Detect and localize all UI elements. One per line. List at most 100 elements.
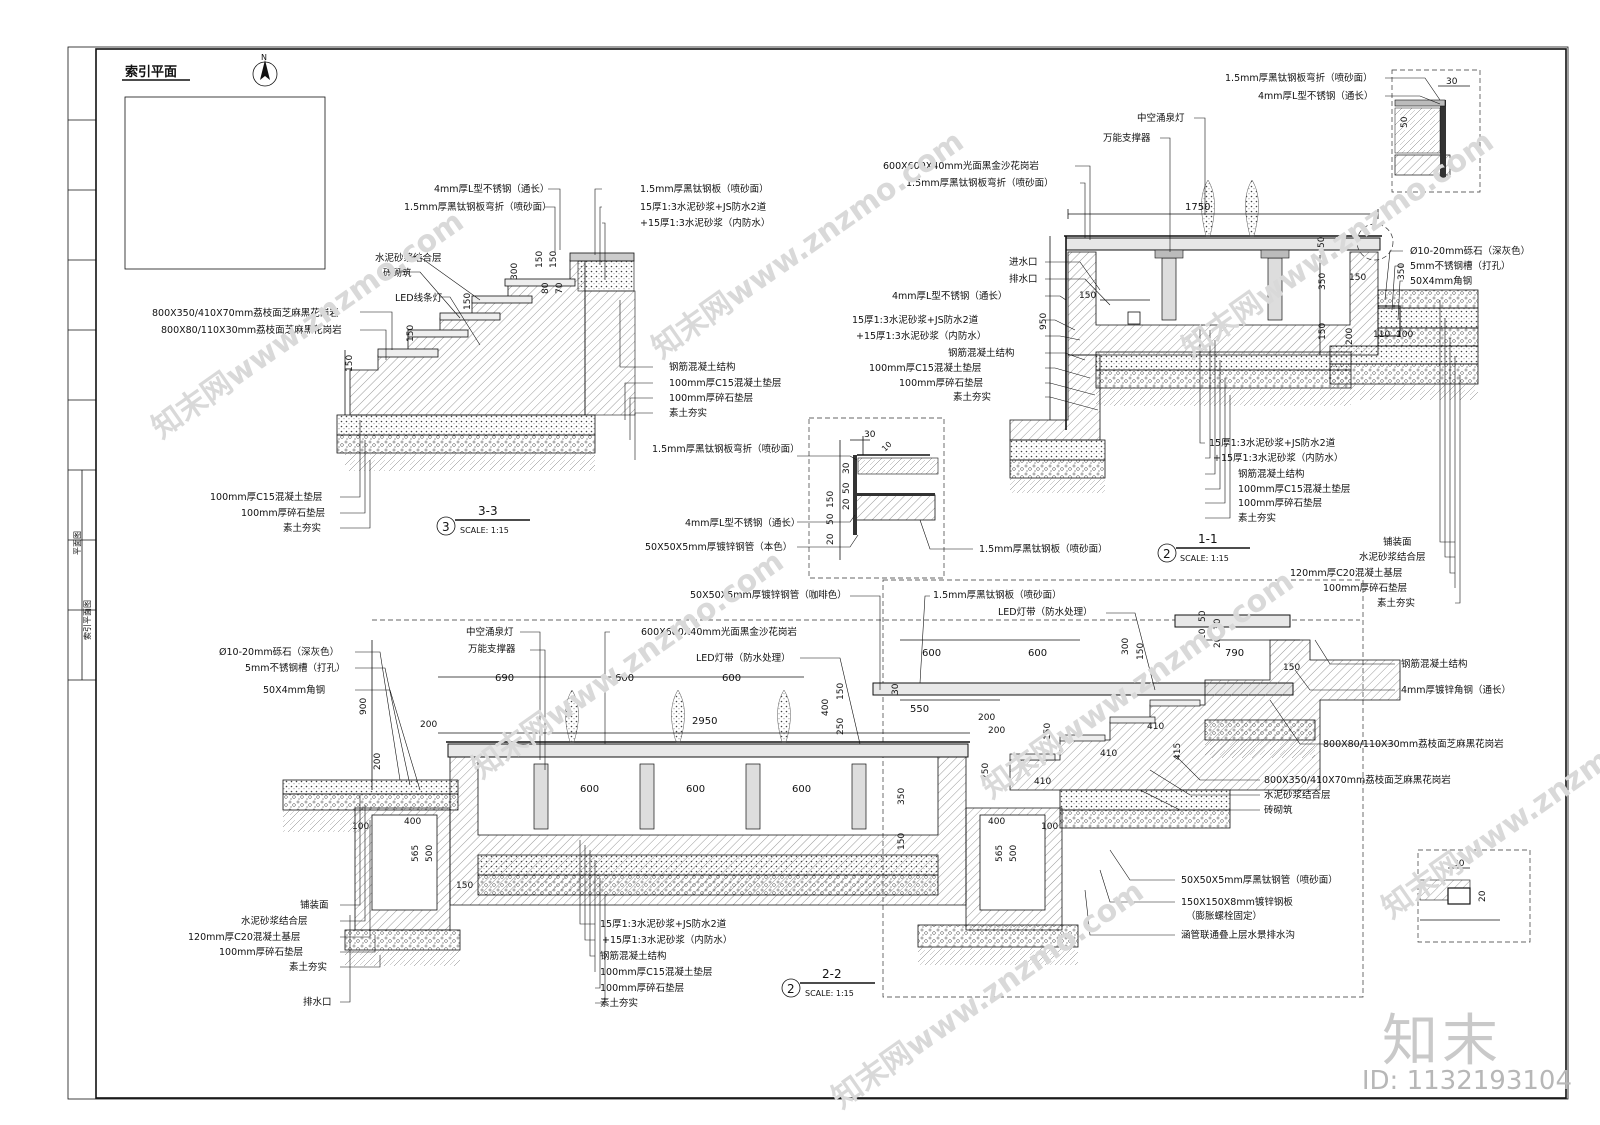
s11-dim-9: 150 [1349,273,1366,283]
title-block-label-2: 索引平面图 [82,600,92,640]
s22-label-22: 素土夯实 [600,997,638,1009]
s22-label-11: 铺装面 [300,899,329,911]
detA-dim-6: 20 [842,498,852,510]
detC-dim-2: 20 [1478,890,1488,902]
s22-label-25: 800X80/110X30mm荔枝面芝麻黑花岗岩 [1323,738,1504,750]
brand-logo: 知末 [1382,1009,1502,1074]
s11-label-15: 5mm不锈钢槽（打孔） [1410,260,1511,272]
s11-dim-2: 350 [1318,273,1328,290]
s33-label-1: 4mm厚L型不锈钢（通长） [434,183,549,195]
s22-scale: SCALE: 1:15 [805,989,854,998]
s11-dim-7: 110 [1373,330,1390,340]
s22-dim-7: 600 [792,784,811,795]
s22-dim-36: 200 [988,726,1005,736]
s11-label-5: 进水口 [1009,256,1038,268]
s33-label-4: 砖砌筑 [383,267,412,279]
detB-dim-1: 30 [1446,77,1458,87]
s22-label-19: 钢筋混凝土结构 [600,950,667,962]
s22-dim-13: 200 [420,720,437,730]
detail-c [1417,849,1531,943]
s22-label-15: 素土夯实 [289,961,327,973]
detC-dim-1: 30 [1453,859,1465,869]
image-id: ID: 1132193104 [1361,1066,1572,1096]
s11-label-20: 100mm厚C15混凝土垫层 [1238,483,1350,495]
s22-label-14: 100mm厚碎石垫层 [219,946,303,958]
s22-dim-26: 400 [821,699,831,716]
s22-dim-16: 500 [1009,845,1019,862]
s33-label-11: 钢筋混凝土结构 [669,361,736,373]
s33-title: 3-3 [478,504,498,518]
s22-dim-24: 550 [910,704,929,715]
s22-label-30: 150X150X8mm镀锌钢板 [1181,896,1293,908]
s33-dim-e: 150 [535,251,545,268]
index-plan: 索引平面 N [122,53,326,270]
s33-label-7: 800X80/110X30mm荔枝面芝麻黑花岗岩 [161,324,342,336]
title-block-label-1: 平面图 [73,531,82,555]
s22-label-20: 100mm厚C15混凝土垫层 [600,966,712,978]
s11-label-12: 100mm厚碎石垫层 [899,377,983,389]
s22-number: 2 [787,982,795,996]
s11-label-22: 素土夯实 [1238,512,1276,524]
s22-label-18: +15厚1:3水泥砂浆（内防水） [602,934,732,946]
s11-dim-8: 100 [1396,330,1413,340]
detA-dim-3: 150 [826,491,836,508]
s22-dim-27: 150 [836,683,846,700]
s33-label-6: 800X350/410X70mm荔枝面芝麻黑花岗岩 [152,307,339,319]
s22-dim-17: 350 [897,788,907,805]
s33-dim-a: 150 [345,355,355,372]
s22-dim-32: 410 [1100,749,1117,759]
s22-dim-8: 900 [359,698,369,715]
s11-label-23: 铺装面 [1383,536,1412,548]
detail-b [1385,69,1481,193]
s22-dim-42: 20 [1213,636,1223,648]
s33-dim-g: 80 [541,282,551,294]
s22-dim-10: 400 [404,817,421,827]
s22-label-3: LED灯带（防水处理） [998,606,1093,618]
s11-dim-5: 150 [1318,323,1328,340]
s22-label-13: 120mm厚C20混凝土基层 [188,931,300,943]
s33-label-14: 素土夯实 [669,407,707,419]
s33-label-2: 1.5mm厚黑钛钢板弯折（喷砂面） [404,201,552,213]
index-plan-title: 索引平面 [125,64,177,80]
detA-dim-8: 20 [826,533,836,545]
s22-dim-3: 600 [722,673,741,684]
s22-dim-22: 600 [922,648,941,659]
section-2-2 [282,579,1401,1004]
s11-label-3: 600X600X40mm光面黑金沙花岗岩 [883,160,1039,172]
s11-label-2: 万能支撑器 [1103,132,1151,144]
detA-dim-2: 10 [880,440,894,454]
s33-label-5: LED线条灯 [395,292,443,304]
s22-dim-23: 600 [1028,648,1047,659]
s11-label-11: 100mm厚C15混凝土垫层 [869,362,981,374]
s22-dim-31: 410 [1147,722,1164,732]
s11-label-1: 中空涌泉灯 [1137,112,1185,124]
s11-label-10: 钢筋混凝土结构 [948,347,1015,359]
s11-label-26: 100mm厚碎石垫层 [1323,582,1407,594]
s22-label-29: 50X50X5mm厚黑钛钢管（喷砂面） [1181,874,1338,886]
s22-label-23: 钢筋混凝土结构 [1401,658,1468,670]
s11-label-19: 钢筋混凝土结构 [1238,468,1305,480]
s22-label-10: 50X4mm角钢 [263,684,325,696]
s22-label-7: LED灯带（防水处理） [696,652,791,664]
sheet-border [67,46,1569,1100]
s22-label-12: 水泥砂浆结合层 [241,915,308,927]
s22-dim-39: 50 [1198,610,1208,622]
s11-label-4: 1.5mm厚黑钛钢板弯折（喷砂面） [906,177,1054,189]
detA-label-3: 50X50X5mm厚镀锌钢管（本色） [645,541,792,553]
s33-label-9: 15厚1:3水泥砂浆+JS防水2道 [640,201,767,213]
s22-label-21: 100mm厚碎石垫层 [600,982,684,994]
s22-dim-25: 790 [1225,648,1244,659]
north-label: N [261,53,267,62]
detB-dim-2: 50 [1400,116,1410,128]
north-arrow-icon [252,60,278,87]
detA-dim-1: 30 [864,430,876,440]
s11-label-9: +15厚1:3水泥砂浆（内防水） [856,330,986,342]
s11-label-21: 100mm厚碎石垫层 [1238,497,1322,509]
detB-label-1: 1.5mm厚黑钛钢板弯折（喷砂面） [1225,72,1373,84]
s11-scale: SCALE: 1:15 [1180,554,1229,563]
s22-label-28: 砖砌筑 [1264,804,1293,816]
s22-dim-19: 100 [352,822,369,832]
s33-dim-f: 150 [549,251,559,268]
s22-label-8: Ø10-20mm砾石（深灰色） [219,646,339,658]
